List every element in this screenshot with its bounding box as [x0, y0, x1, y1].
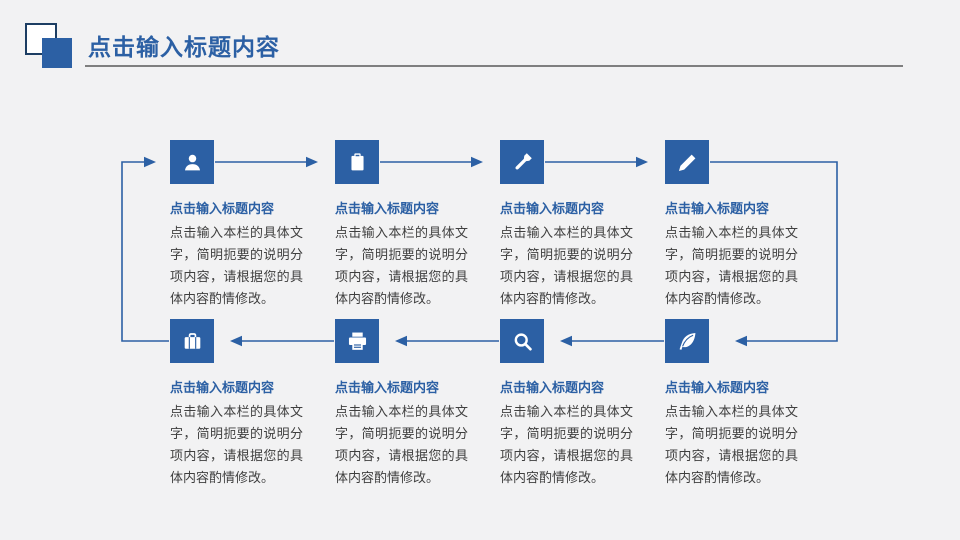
page-title: 点击输入标题内容 — [88, 34, 280, 60]
pencil-icon-tile — [665, 140, 709, 184]
step-body: 点击输入本栏的具体文字，简明扼要的说明分项内容，请根据您的具体内容酌情修改。 — [170, 404, 303, 485]
search-icon — [514, 332, 532, 351]
step-title: 点击输入标题内容 — [335, 380, 440, 395]
step-title: 点击输入标题内容 — [665, 201, 770, 216]
clipboard-icon — [350, 152, 364, 170]
step-body: 点击输入本栏的具体文字，简明扼要的说明分项内容，请根据您的具体内容酌情修改。 — [335, 404, 468, 485]
flashlight-icon — [514, 152, 532, 170]
flow-step-6: 点击输入标题内容 点击输入本栏的具体文字，简明扼要的说明分项内容，请根据您的具体… — [335, 319, 468, 489]
flow-step-4: 点击输入标题内容 点击输入本栏的具体文字，简明扼要的说明分项内容，请根据您的具体… — [665, 140, 798, 310]
step-body: 点击输入本栏的具体文字，简明扼要的说明分项内容，请根据您的具体内容酌情修改。 — [665, 225, 798, 306]
printer-icon — [348, 332, 366, 350]
flow-row-top: 点击输入标题内容 点击输入本栏的具体文字，简明扼要的说明分项内容，请根据您的具体… — [170, 140, 798, 310]
feather-icon — [679, 332, 695, 350]
printer-icon-tile — [335, 319, 379, 363]
step-title: 点击输入标题内容 — [170, 380, 275, 395]
flow-row-bottom: 点击输入标题内容 点击输入本栏的具体文字，简明扼要的说明分项内容，请根据您的具体… — [170, 319, 798, 489]
step-title: 点击输入标题内容 — [335, 201, 440, 216]
step-body: 点击输入本栏的具体文字，简明扼要的说明分项内容，请根据您的具体内容酌情修改。 — [170, 225, 303, 306]
step-body: 点击输入本栏的具体文字，简明扼要的说明分项内容，请根据您的具体内容酌情修改。 — [500, 225, 633, 306]
step-title: 点击输入标题内容 — [665, 380, 770, 395]
step-title: 点击输入标题内容 — [500, 201, 605, 216]
flashlight-icon-tile — [500, 140, 544, 184]
flow-step-3: 点击输入标题内容 点击输入本栏的具体文字，简明扼要的说明分项内容，请根据您的具体… — [500, 140, 633, 310]
header-filled-square — [42, 38, 72, 68]
flow-step-7: 点击输入标题内容 点击输入本栏的具体文字，简明扼要的说明分项内容，请根据您的具体… — [500, 319, 633, 489]
feather-icon-tile — [665, 319, 709, 363]
step-body: 点击输入本栏的具体文字，简明扼要的说明分项内容，请根据您的具体内容酌情修改。 — [665, 404, 798, 485]
briefcase-icon — [184, 332, 200, 349]
step-body: 点击输入本栏的具体文字，简明扼要的说明分项内容，请根据您的具体内容酌情修改。 — [335, 225, 468, 306]
step-body: 点击输入本栏的具体文字，简明扼要的说明分项内容，请根据您的具体内容酌情修改。 — [500, 404, 633, 485]
pencil-icon — [678, 154, 695, 171]
flow-step-5: 点击输入标题内容 点击输入本栏的具体文字，简明扼要的说明分项内容，请根据您的具体… — [170, 319, 303, 489]
user-icon — [184, 154, 200, 170]
step-title: 点击输入标题内容 — [170, 201, 275, 216]
flow-step-1: 点击输入标题内容 点击输入本栏的具体文字，简明扼要的说明分项内容，请根据您的具体… — [170, 140, 303, 310]
clipboard-icon-tile — [335, 140, 379, 184]
user-icon-tile — [170, 140, 214, 184]
search-icon-tile — [500, 319, 544, 363]
briefcase-icon-tile — [170, 319, 214, 363]
step-title: 点击输入标题内容 — [500, 380, 605, 395]
flow-step-8: 点击输入标题内容 点击输入本栏的具体文字，简明扼要的说明分项内容，请根据您的具体… — [665, 319, 798, 489]
flow-step-2: 点击输入标题内容 点击输入本栏的具体文字，简明扼要的说明分项内容，请根据您的具体… — [335, 140, 468, 310]
header-rule — [85, 65, 903, 67]
